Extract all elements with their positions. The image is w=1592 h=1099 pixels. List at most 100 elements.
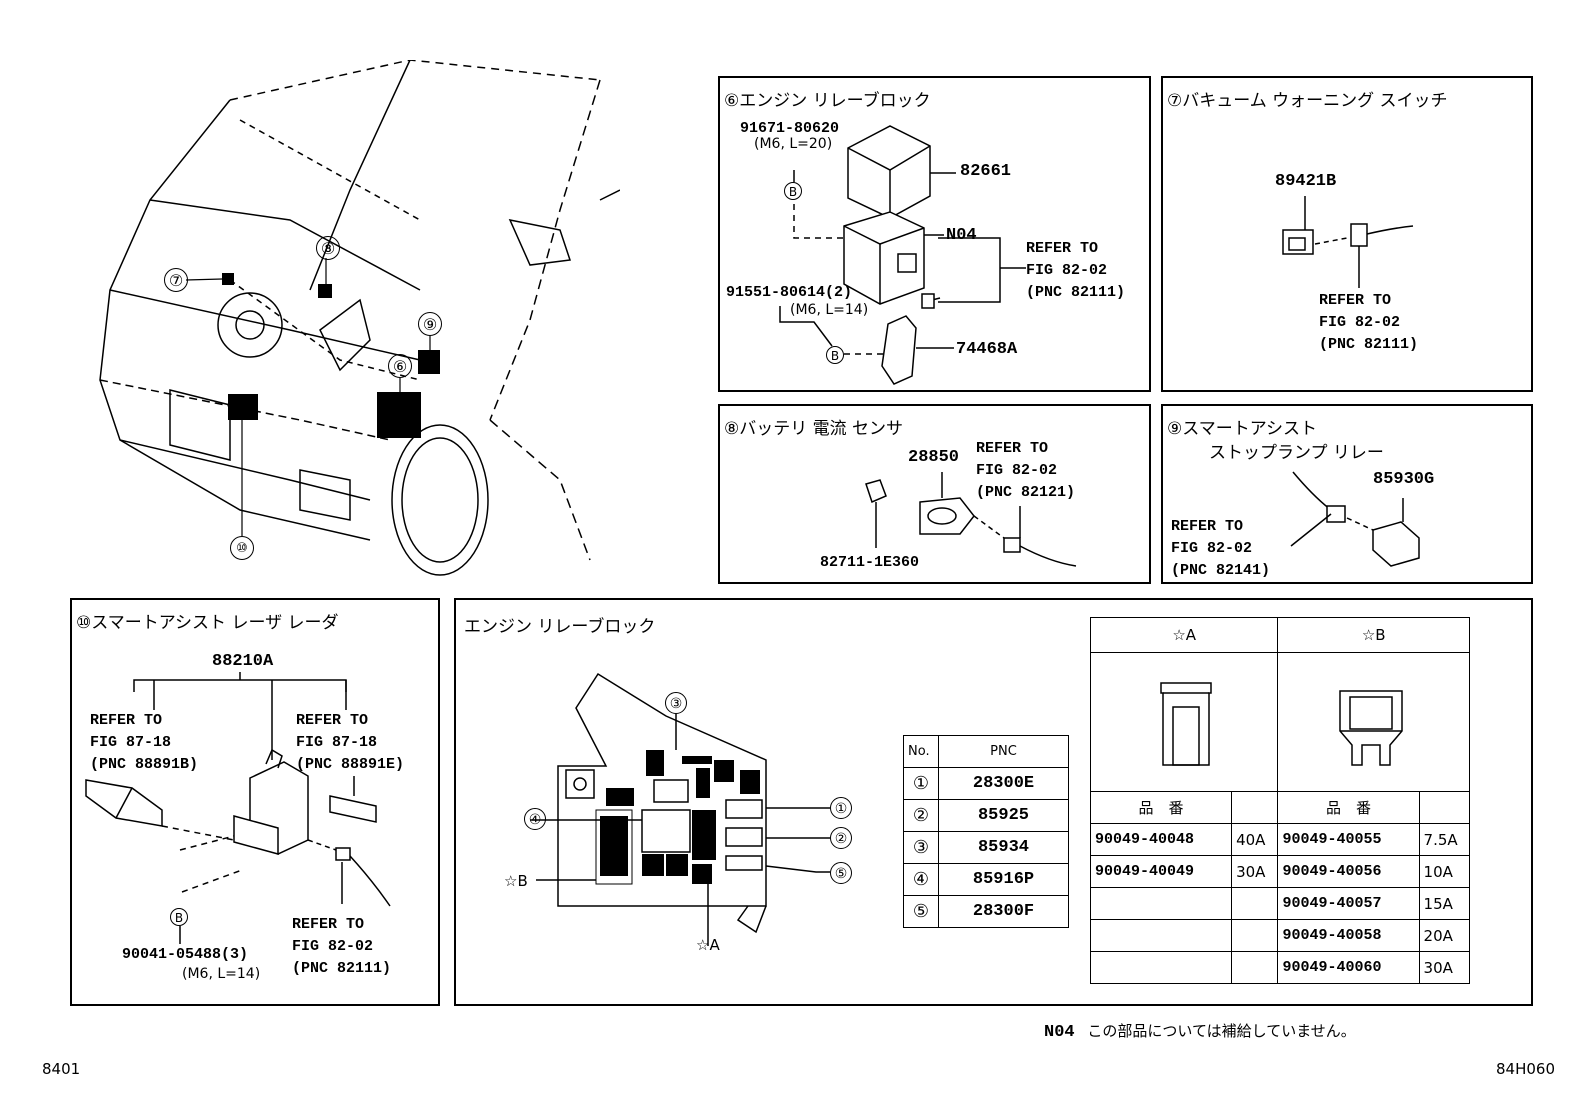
box9-title-line1: ⑨スマートアシスト bbox=[1167, 419, 1318, 439]
box10-bolt-part-number: 90041-05488(3) bbox=[122, 946, 249, 963]
cover-part-number: 82661 bbox=[960, 162, 1012, 181]
fuse-a-pn: 90049-40048 bbox=[1089, 823, 1233, 856]
box10-b-mark: B bbox=[170, 908, 188, 926]
pnc-row-code: 85916P bbox=[938, 863, 1069, 896]
callout-6: ⑥ bbox=[388, 354, 412, 378]
box-battery-current-sensor: ⑧バッテリ 電流 センサ 28850 82711-1E360 REFER TO … bbox=[718, 404, 1151, 584]
fuse-b-amp: 7.5A bbox=[1418, 823, 1471, 856]
box9-parts-drawing bbox=[1290, 471, 1420, 567]
vehicle-outline-drawing bbox=[99, 60, 620, 576]
relay-callout-4: ④ bbox=[524, 808, 546, 830]
callout-10: ⑩ bbox=[230, 536, 254, 560]
fuse-b-amp-header bbox=[1418, 791, 1471, 824]
fuse-b-part-label: 品 番 bbox=[1277, 791, 1420, 824]
box-engine-relay-block: ⑥エンジン リレーブロック 91671-80620 (M6, L=20) 915… bbox=[718, 76, 1151, 392]
vehicle-overview: ⑧ ⑦ ⑨ ⑥ ⑩ bbox=[90, 60, 620, 580]
page-number-left: 8401 bbox=[42, 1060, 81, 1078]
box8-refer: REFER TO FIG 82-02 (PNC 82121) bbox=[976, 440, 1076, 501]
box-relay-block-detail: エンジン リレーブロック bbox=[454, 598, 1533, 1006]
box6-title: ⑥エンジン リレーブロック bbox=[724, 91, 931, 111]
pnc-row-no: ⑤ bbox=[903, 895, 939, 928]
box8-parts-drawing bbox=[865, 472, 1077, 567]
bolt2-spec: (M6, L=14) bbox=[790, 302, 869, 318]
box9-refer: REFER TO FIG 82-02 (PNC 82141) bbox=[1171, 518, 1271, 579]
box10-refer-right: REFER TO FIG 87-18 (PNC 88891E) bbox=[296, 712, 405, 773]
pnc-row-code: 85934 bbox=[938, 831, 1069, 864]
pnc-row: ⑤ 28300F bbox=[903, 895, 1069, 928]
pnc-row-no: ① bbox=[903, 767, 939, 800]
box10-refer-bottom: REFER TO FIG 82-02 (PNC 82111) bbox=[292, 916, 392, 977]
relay-callout-2: ② bbox=[830, 827, 852, 849]
fuse-b-pn: 90049-40058 bbox=[1277, 919, 1420, 952]
box8-title: ⑧バッテリ 電流 センサ bbox=[724, 419, 904, 439]
footer-note-code: N04 bbox=[1044, 1023, 1075, 1042]
callout-8: ⑧ bbox=[316, 236, 340, 260]
relay-callout-5: ⑤ bbox=[830, 862, 852, 884]
fuse-table: ☆A ☆B bbox=[1089, 617, 1471, 984]
bolt1-part-number: 91671-80620 bbox=[740, 120, 840, 137]
sensor-part-number: 28850 bbox=[908, 448, 960, 467]
fuse-b-pn: 90049-40060 bbox=[1277, 951, 1420, 984]
fuse-a-amp-header bbox=[1231, 791, 1279, 824]
fuse-a-pn: 90049-40049 bbox=[1089, 855, 1233, 888]
bolt2-part-number: 91551-80614(2) bbox=[726, 284, 853, 301]
fuse-a-amp: 30A bbox=[1231, 855, 1279, 888]
fuse-b-amp: 15A bbox=[1418, 887, 1471, 920]
relay-callout-1: ① bbox=[830, 797, 852, 819]
fuse-row: 90049-40049 30A 90049-40056 10A bbox=[1089, 855, 1471, 888]
fuse-header-a: ☆A bbox=[1089, 617, 1279, 653]
relay-callout-3: ③ bbox=[665, 692, 687, 714]
fuse-row: 90049-40060 30A bbox=[1089, 951, 1471, 984]
bracket-part-number: 74468A bbox=[956, 340, 1018, 359]
fuse-a-amp bbox=[1231, 919, 1279, 952]
relay-block-layout-drawing bbox=[530, 672, 830, 946]
pnc-row-no: ② bbox=[903, 799, 939, 832]
box-laser-radar: ⑩スマートアシスト レーザ レーダ 88210A REFER TO FIG 87… bbox=[70, 598, 440, 1006]
fuse-a-pn bbox=[1089, 887, 1233, 920]
pnc-row-code: 28300E bbox=[938, 767, 1069, 800]
stop-relay-part-number: 85930G bbox=[1373, 470, 1435, 489]
star-b-label: ☆B bbox=[504, 872, 528, 890]
b-mark-2: B bbox=[826, 346, 844, 364]
pnc-row: ④ 85916P bbox=[903, 863, 1069, 896]
pnc-row-no: ④ bbox=[903, 863, 939, 896]
box7-parts-drawing bbox=[1282, 196, 1414, 288]
box10-refer-left: REFER TO FIG 87-18 (PNC 88891B) bbox=[90, 712, 199, 773]
page-number-right: 84H060 bbox=[1496, 1060, 1555, 1078]
pnc-row-code: 85925 bbox=[938, 799, 1069, 832]
b-mark-1: B bbox=[784, 182, 802, 200]
box-stop-lamp-relay: ⑨スマートアシスト ストップランプ リレー 85930G REFER TO FI… bbox=[1161, 404, 1533, 584]
pnc-row: ③ 85934 bbox=[903, 831, 1069, 864]
callout-7: ⑦ bbox=[164, 268, 188, 292]
clip-part-number: 82711-1E360 bbox=[820, 554, 920, 571]
pnc-table: No. PNC ① 28300E ② 85925 ③ 85934 ④ 85916… bbox=[903, 735, 1069, 928]
box9-title-line2: ストップランプ リレー bbox=[1209, 443, 1384, 463]
fuse-b-amp: 10A bbox=[1418, 855, 1471, 888]
box7-refer: REFER TO FIG 82-02 (PNC 82111) bbox=[1319, 292, 1419, 353]
relay-n04-part-number: N04 bbox=[946, 226, 977, 245]
fuse-b-amp: 30A bbox=[1418, 951, 1471, 984]
fuse-row: 90049-40058 20A bbox=[1089, 919, 1471, 952]
fuse-a-illustration bbox=[1089, 652, 1279, 792]
box6-refer: REFER TO FIG 82-02 (PNC 82111) bbox=[1026, 240, 1126, 301]
fuse-a-icon bbox=[1160, 682, 1212, 766]
fuse-row: 90049-40048 40A 90049-40055 7.5A bbox=[1089, 823, 1471, 856]
box6-parts-drawing bbox=[779, 125, 1026, 385]
pnc-header-no: No. bbox=[903, 735, 939, 768]
fuse-a-pn bbox=[1089, 919, 1233, 952]
fuse-b-pn: 90049-40055 bbox=[1277, 823, 1420, 856]
fuse-header-b: ☆B bbox=[1277, 617, 1470, 653]
box7-title: ⑦バキューム ウォーニング スイッチ bbox=[1167, 91, 1448, 111]
footer-note: N04 この部品については補給していません。 bbox=[1044, 1020, 1356, 1042]
bolt1-spec: (M6, L=20) bbox=[754, 136, 833, 152]
fuse-a-pn bbox=[1089, 951, 1233, 984]
radar-part-number: 88210A bbox=[212, 652, 274, 671]
box-vacuum-warning-switch: ⑦バキューム ウォーニング スイッチ 89421B REFER TO FIG 8… bbox=[1161, 76, 1533, 392]
switch-part-number: 89421B bbox=[1275, 172, 1337, 191]
fuse-b-icon bbox=[1339, 690, 1404, 766]
star-a-label: ☆A bbox=[696, 936, 720, 954]
fuse-a-amp bbox=[1231, 951, 1279, 984]
pnc-header-pnc: PNC bbox=[938, 735, 1069, 768]
pnc-row-code: 28300F bbox=[938, 895, 1069, 928]
relay-block-title: エンジン リレーブロック bbox=[464, 617, 656, 637]
